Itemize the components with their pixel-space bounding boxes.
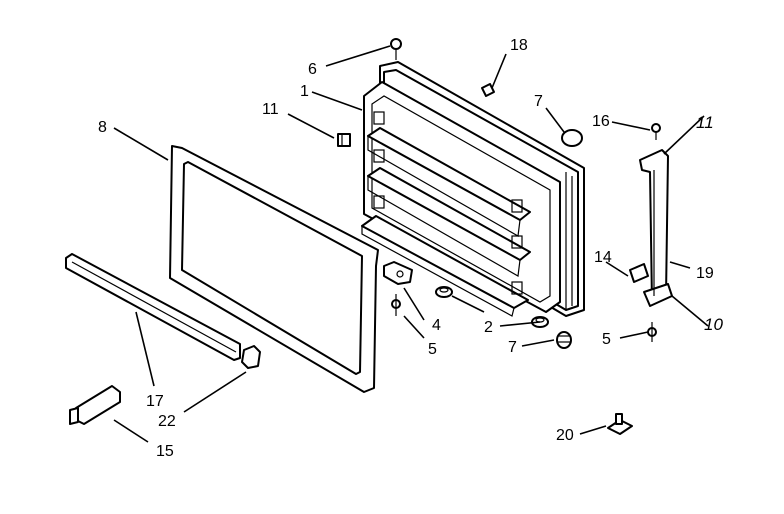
callout-1: 1 (300, 83, 309, 100)
clip-14-part (629, 263, 649, 283)
cover-part (69, 385, 121, 425)
callout-5-left: 5 (428, 341, 437, 358)
trim-strip-part (65, 253, 241, 361)
callout-18: 18 (510, 37, 528, 54)
callout-7-top: 7 (534, 93, 543, 110)
door-gasket-part (169, 145, 379, 393)
callout-17: 17 (146, 393, 164, 410)
callout-2: 2 (484, 319, 493, 336)
callout-6: 6 (308, 61, 317, 78)
callout-10: 11 (262, 101, 279, 118)
screw-5-left-part (391, 294, 401, 316)
screw-6-part (390, 38, 402, 60)
foot-20-part (607, 413, 633, 435)
callout-9: 10 (704, 315, 723, 334)
callout-5-right: 5 (602, 331, 611, 348)
door-assembly-part (361, 61, 585, 317)
end-cap-part (241, 345, 261, 369)
callout-15: 15 (156, 443, 174, 460)
plug-7-bottom-part (556, 331, 572, 349)
callout-14: 14 (594, 249, 612, 266)
callout-7-bottom: 7 (508, 339, 517, 356)
callout-11: 11 (696, 113, 714, 132)
hinge-bracket-4-part (383, 261, 413, 285)
callout-22: 22 (158, 413, 176, 430)
callout-8: 8 (98, 119, 107, 136)
callout-16: 16 (592, 113, 610, 130)
clip-18-part (481, 83, 495, 97)
hinge-bar-19-part (639, 149, 673, 307)
block-10-part (337, 133, 351, 147)
callout-labels: 6 1 18 7 11 8 16 11 14 19 10 5 20 4 5 2 … (98, 37, 723, 460)
screw-5-right-part (647, 322, 657, 342)
screw-16-part (651, 123, 661, 140)
plug-7-top-part (561, 129, 583, 147)
callout-19: 19 (696, 265, 714, 282)
leader-lines (113, 45, 709, 443)
callout-20: 20 (556, 427, 574, 444)
callout-4: 4 (432, 317, 441, 334)
